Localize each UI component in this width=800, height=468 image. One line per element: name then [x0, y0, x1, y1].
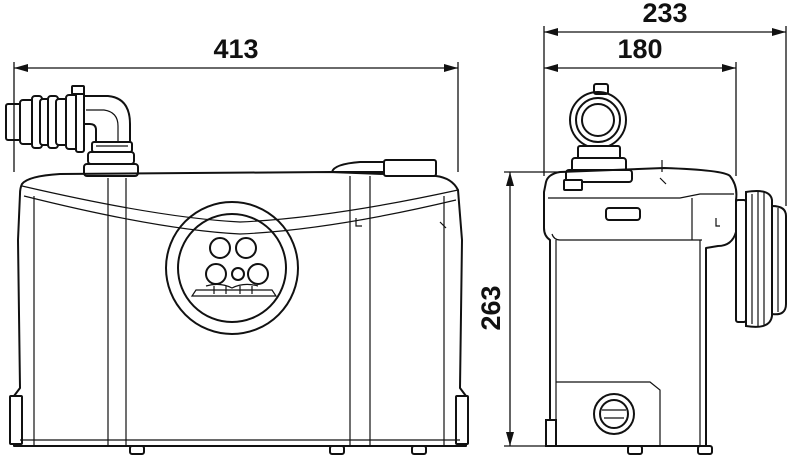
- dimension-height: 263: [476, 171, 566, 447]
- dimension-label-263: 263: [476, 285, 506, 330]
- bellows-inlet-side: [735, 190, 787, 328]
- dimension-depth-body: 180: [544, 34, 737, 176]
- outlet-pipe-side: [563, 83, 633, 191]
- outlet-pipe-front: [5, 85, 139, 177]
- front-view: 413: [5, 34, 469, 455]
- dimension-label-180: 180: [617, 34, 662, 64]
- front-body-outline: [13, 171, 467, 447]
- inlet-port-front: [165, 201, 299, 335]
- dimension-depth-overall: 233: [543, 0, 787, 206]
- dimension-label-233: 233: [642, 0, 687, 28]
- dimension-label-413: 413: [213, 34, 258, 64]
- side-view: 233 180 263: [476, 0, 787, 455]
- dimension-width-front: 413: [13, 34, 459, 172]
